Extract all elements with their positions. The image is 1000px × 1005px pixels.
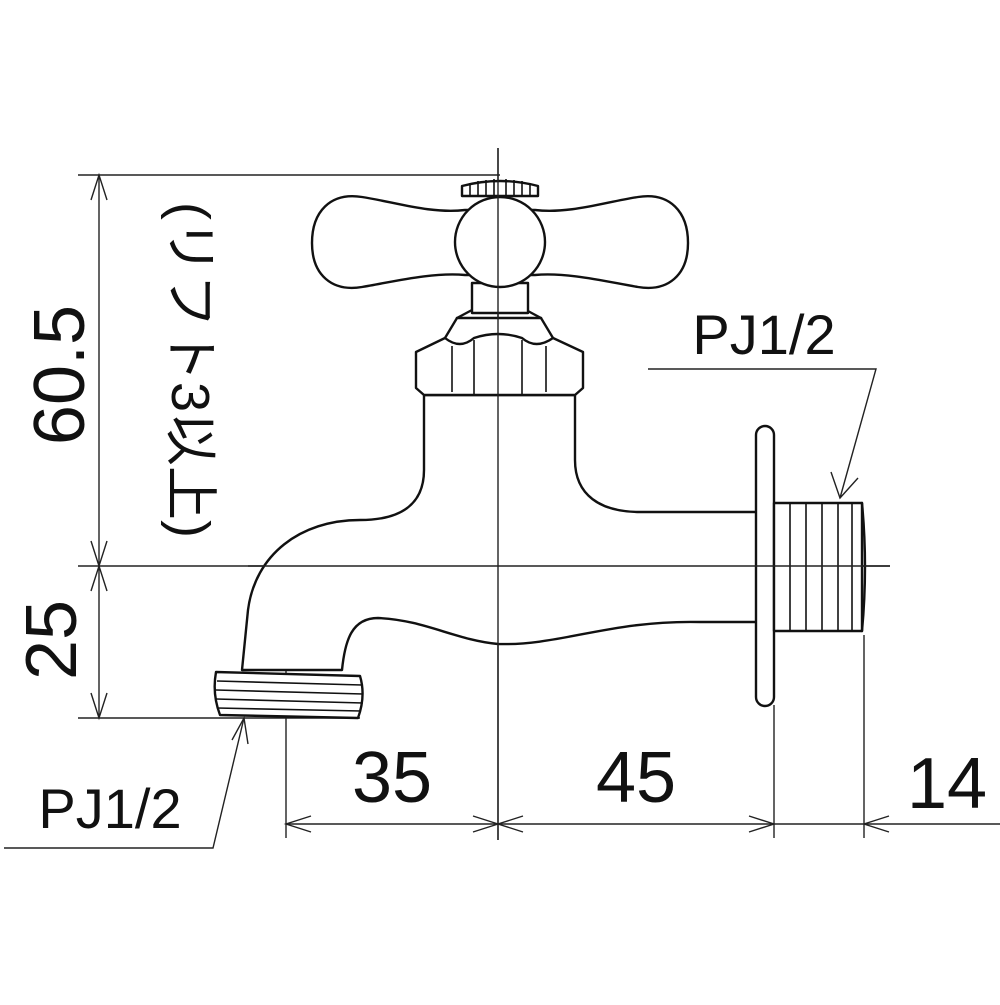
leader-outlet — [4, 717, 245, 849]
dimension-height-note: (リフト3以上) — [160, 202, 220, 538]
outlet-thread-line — [216, 707, 362, 712]
arrow-bottom — [90, 692, 108, 721]
dimension-height-top: 60.5 — [20, 305, 100, 445]
arrow-flange — [748, 815, 777, 833]
leader-inlet-arrow — [830, 471, 859, 500]
threaded-nipple — [772, 501, 864, 633]
label-thread-outlet: PJ1/2 — [38, 777, 181, 840]
nipple-end — [860, 501, 867, 633]
dimension-width-left: 35 — [352, 738, 432, 818]
outlet-thread-line — [215, 698, 364, 704]
label-thread-inlet: PJ1/2 — [692, 303, 835, 366]
dimension-height-bottom: 25 — [12, 600, 92, 680]
arrow-top — [90, 172, 108, 201]
top-screw-cap — [460, 179, 540, 198]
arrow-mid-lower — [90, 563, 108, 592]
arrow-nipple — [861, 815, 890, 833]
dimension-width-right: 14 — [907, 744, 987, 824]
dimension-width-middle: 45 — [596, 738, 676, 818]
outlet-thread-line — [216, 680, 363, 686]
faucet-body — [240, 393, 759, 672]
hex-nut — [414, 316, 585, 397]
arrow-left — [283, 815, 312, 833]
leader-outlet-arrow — [231, 715, 249, 745]
handle-hub — [453, 195, 547, 289]
leader-inlet — [648, 368, 877, 499]
outlet-thread-line — [215, 689, 364, 695]
